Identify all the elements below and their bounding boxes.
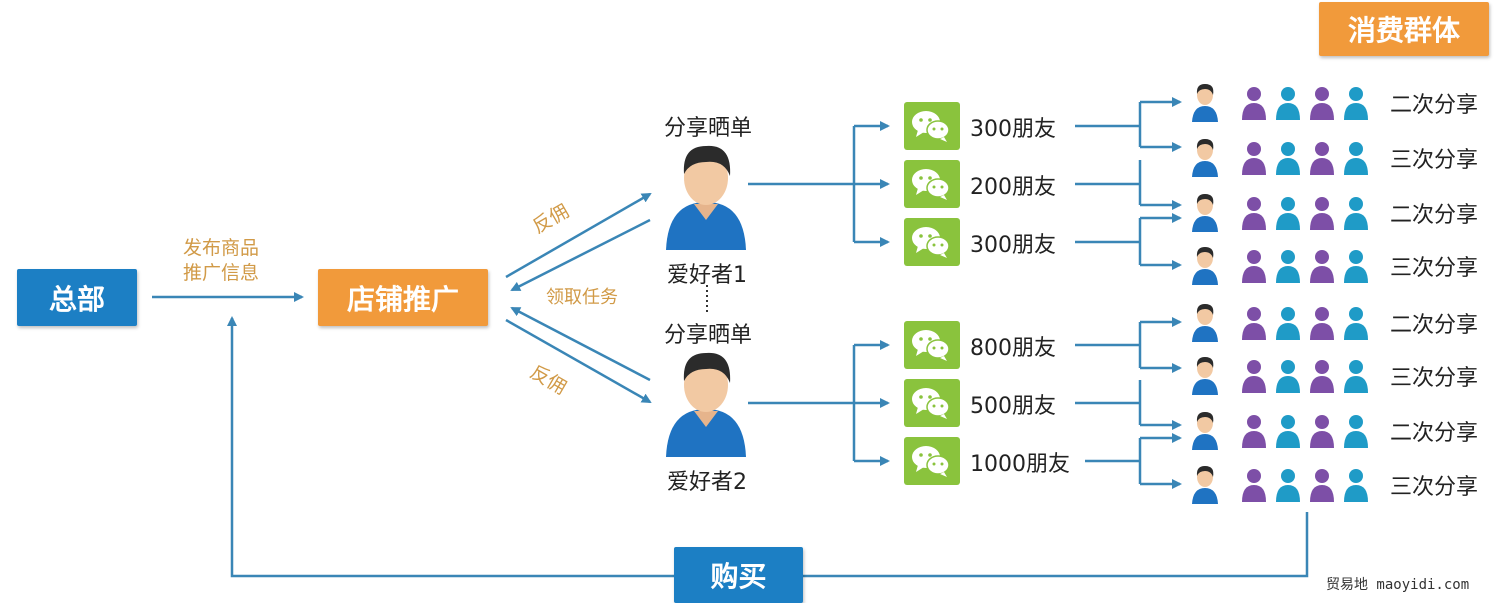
share-level-label: 二次分享 [1390, 421, 1479, 446]
wechat-icon [904, 379, 960, 427]
publish-label-line-1: 发布商品 [183, 237, 260, 259]
share-level-label: 三次分享 [1390, 366, 1479, 391]
share-post-label-1: 分享晒单 [664, 116, 753, 141]
consumer-avatar-icon [1190, 192, 1220, 236]
consumer-group-icon [1240, 139, 1380, 181]
share-post-label-2: 分享晒单 [664, 323, 753, 348]
friend-count-label: 200朋友 [970, 175, 1056, 200]
consumer-avatar-icon [1190, 302, 1220, 346]
share-level-label: 三次分享 [1390, 475, 1479, 500]
consumer-group-icon [1240, 412, 1380, 454]
consumer-group-icon [1240, 304, 1380, 346]
fan-2-name: 爱好者2 [667, 470, 747, 495]
hq-box: 总部 [17, 269, 137, 326]
wechat-icon [904, 160, 960, 208]
consumer-group-icon [1240, 357, 1380, 399]
watermark: 贸易地 maoyidi.com [1326, 577, 1470, 593]
fan-1-avatar-icon [660, 140, 752, 254]
wechat-icon [904, 102, 960, 150]
consumer-avatar-icon [1190, 245, 1220, 289]
friend-count-label: 300朋友 [970, 233, 1056, 258]
consumer-group-icon [1240, 466, 1380, 508]
share-level-label: 二次分享 [1390, 203, 1479, 228]
friend-count-label: 800朋友 [970, 336, 1056, 361]
wechat-icon [904, 218, 960, 266]
publish-label-line-2: 推广信息 [183, 261, 260, 284]
purchase-box: 购买 [674, 547, 803, 603]
share-level-label: 二次分享 [1390, 313, 1479, 338]
wechat-icon [904, 321, 960, 369]
store-promotion-box: 店铺推广 [318, 269, 488, 326]
share-level-label: 三次分享 [1390, 256, 1479, 281]
fan-2-avatar-icon [660, 347, 752, 461]
share-level-label: 二次分享 [1390, 93, 1479, 118]
consumer-group-icon [1240, 84, 1380, 126]
take-task-label: 领取任务 [546, 287, 618, 308]
consumer-avatar-icon [1190, 410, 1220, 454]
friend-count-label: 1000朋友 [970, 452, 1070, 477]
publish-label: 发布商品 推广信息 [183, 236, 259, 285]
consumer-avatar-icon [1190, 137, 1220, 181]
fan-1-name: 爱好者1 [667, 263, 747, 288]
consumer-group-icon [1240, 247, 1380, 289]
consumer-avatar-icon [1190, 355, 1220, 399]
share-level-label: 三次分享 [1390, 148, 1479, 173]
wechat-icon [904, 437, 960, 485]
friend-count-label: 500朋友 [970, 394, 1056, 419]
consumer-avatar-icon [1190, 464, 1220, 508]
consumer-group-badge: 消费群体 [1319, 2, 1489, 56]
consumer-group-icon [1240, 194, 1380, 236]
friend-count-label: 300朋友 [970, 117, 1056, 142]
consumer-avatar-icon [1190, 82, 1220, 126]
